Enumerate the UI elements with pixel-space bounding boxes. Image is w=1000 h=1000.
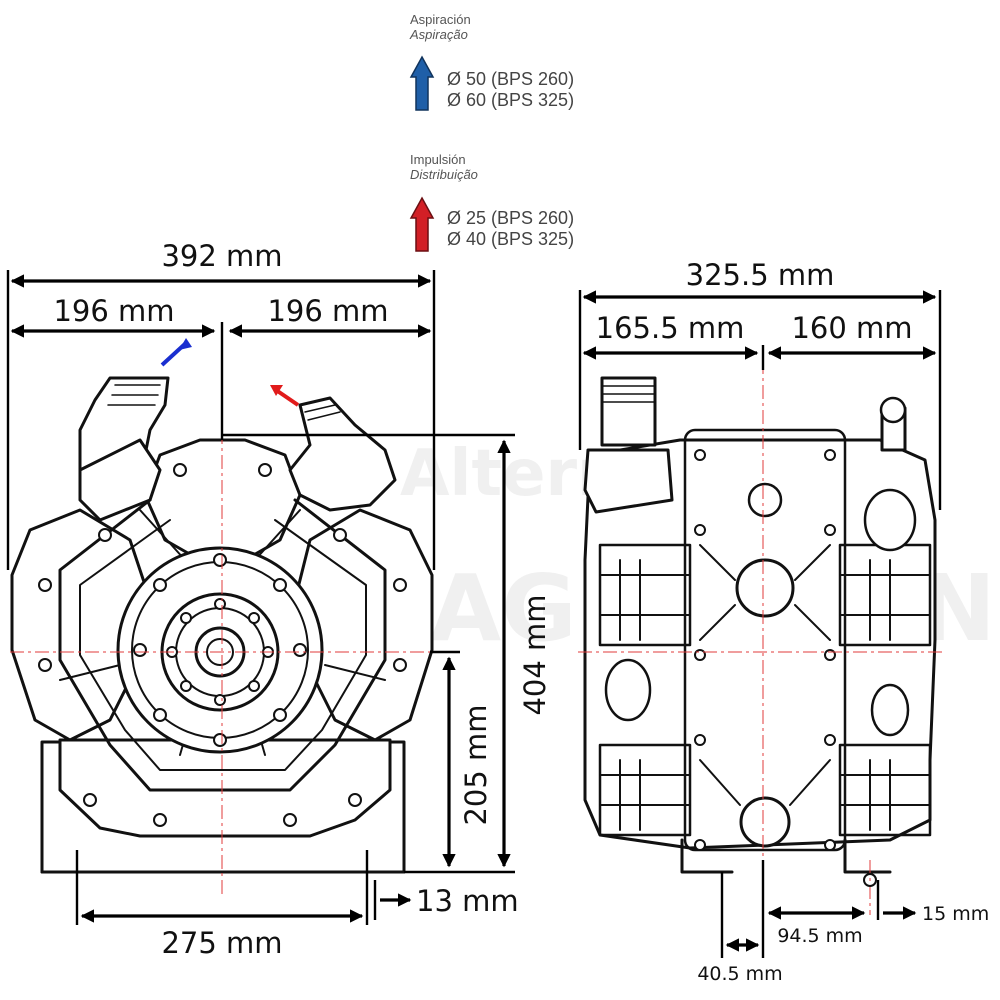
hole-size-label: 15 mm [922, 903, 989, 925]
side-left-part-label: 165.5 mm [596, 311, 745, 345]
discharge-flow-arrow-icon [274, 388, 300, 407]
discharge-arrow-icon [409, 196, 435, 252]
suction-subtitle: Aspiração [409, 27, 468, 42]
side-right-foot [843, 838, 892, 874]
front-right-head [293, 508, 434, 742]
front-discharge-fitting [288, 396, 397, 512]
discharge-subtitle: Distribuição [410, 167, 478, 182]
front-left-half-label: 196 mm [53, 294, 174, 328]
front-right-half-label: 196 mm [267, 294, 388, 328]
base-width-label: 275 mm [161, 926, 282, 960]
suction-arrow-icon [409, 55, 435, 111]
side-right-part-label: 160 mm [791, 311, 912, 345]
suction-size-1: Ø 50 (BPS 260) [447, 69, 574, 89]
side-width-label: 325.5 mm [686, 258, 835, 292]
shaft-height-label: 205 mm [459, 704, 493, 825]
front-view: 392 mm 196 mm 196 mm 404 mm 205 mm 275 m… [6, 239, 552, 960]
legend: Aspiración Aspiração Ø 50 (BPS 260) Ø 60… [409, 12, 574, 252]
side-left-foot [680, 838, 734, 874]
side-upper-port [735, 558, 795, 618]
front-lower-housing [58, 738, 392, 838]
front-height-label: 404 mm [518, 594, 552, 715]
side-suction-pipe [600, 376, 657, 447]
hole-distance-label: 94.5 mm [777, 925, 862, 947]
front-y-frame [58, 498, 387, 792]
discharge-size-1: Ø 25 (BPS 260) [447, 208, 574, 228]
foot-width-label: 40.5 mm [697, 963, 782, 985]
side-view: 325.5 mm 165.5 mm 160 mm 40.5 mm 94.5 mm… [578, 258, 989, 985]
discharge-size-2: Ø 40 (BPS 325) [447, 229, 574, 249]
side-lower-port [739, 796, 791, 848]
front-width-label: 392 mm [161, 239, 282, 273]
suction-title: Aspiración [410, 12, 471, 27]
discharge-title: Impulsión [410, 152, 466, 167]
base-thickness-label: 13 mm [416, 884, 519, 918]
suction-size-2: Ø 60 (BPS 325) [447, 90, 574, 110]
